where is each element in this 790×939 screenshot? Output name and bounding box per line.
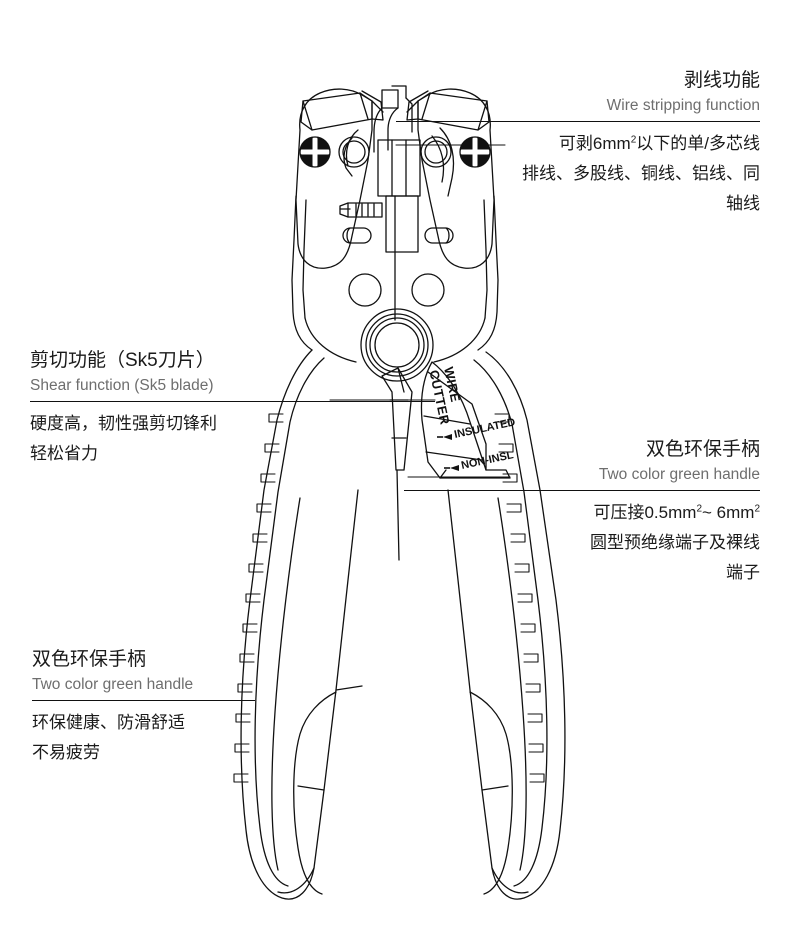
description-line: 排线、多股线、铜线、铝线、同: [522, 164, 760, 183]
callout-subheading: Wire stripping function: [606, 97, 760, 114]
callout-divider: [396, 121, 760, 122]
callout-divider: [30, 401, 435, 402]
desc-text-post: 以下的单/多芯线: [636, 134, 760, 153]
tool-body-frame: [291, 195, 499, 363]
callout-description: 可压接0.5mm2~ 6mm2 圆型预绝缘端子及裸线 端子: [404, 498, 760, 588]
desc-text-pre: 可压接0.5mm: [593, 503, 697, 522]
description-line: 轻松省力: [30, 444, 98, 463]
adjustment-screw: [339, 202, 383, 218]
callout-divider: [404, 490, 760, 491]
body-oval-slots: [342, 227, 454, 244]
description-line: 端子: [726, 563, 760, 582]
callout-heading: 剥线功能: [683, 70, 760, 91]
callout-subheading: Shear function (Sk5 blade): [30, 377, 214, 394]
desc-superscript: 2: [754, 503, 760, 515]
left-jaw-ring: [338, 136, 370, 168]
description-line: 硬度高，韧性强剪切锋利: [30, 414, 217, 433]
callout-description: 可剥6mm2以下的单/多芯线 排线、多股线、铜线、铝线、同 轴线: [396, 129, 760, 219]
callout-heading: 双色环保手柄: [645, 439, 760, 460]
desc-text-pre: 可剥6mm: [558, 134, 631, 153]
callout-handle-ergonomics: 双色环保手柄 Two color green handle 环保健康、防滑舒适 …: [32, 647, 255, 768]
callout-description: 硬度高，韧性强剪切锋利 轻松省力: [30, 409, 435, 469]
desc-text-mid: ~ 6mm: [702, 503, 755, 522]
callout-divider: [32, 700, 255, 701]
callout-description: 环保健康、防滑舒适 不易疲劳: [32, 708, 255, 768]
description-line: 可压接0.5mm2~ 6mm2: [404, 498, 760, 528]
callout-subheading: Two color green handle: [32, 676, 194, 693]
callout-heading: 双色环保手柄: [32, 649, 147, 670]
callout-heading: 剪切功能（Sk5刀片）: [30, 350, 215, 371]
callout-shear-function: 剪切功能（Sk5刀片） Shear function (Sk5 blade) 硬…: [30, 348, 435, 469]
description-line: 可剥6mm2以下的单/多芯线: [396, 129, 760, 159]
desc-superscript: 2: [696, 503, 702, 515]
callout-handle-crimping: 双色环保手柄 Two color green handle 可压接0.5mm2~…: [404, 437, 760, 588]
desc-superscript: 2: [630, 134, 637, 146]
left-pivot-screw: [299, 136, 331, 168]
engraving-wire-cutter: WIRE: [441, 366, 463, 404]
description-line: 不易疲劳: [32, 743, 100, 762]
body-round-holes: [348, 273, 445, 307]
description-line: 环保健康、防滑舒适: [32, 713, 185, 732]
right-handle: [420, 351, 566, 900]
description-line: 圆型预绝缘端子及裸线: [590, 533, 760, 552]
callout-wire-stripping: 剥线功能 Wire stripping function 可剥6mm2以下的单/…: [396, 68, 760, 219]
left-jaw: [295, 88, 384, 269]
callout-subheading: Two color green handle: [598, 466, 760, 483]
description-line: 轴线: [726, 194, 760, 213]
